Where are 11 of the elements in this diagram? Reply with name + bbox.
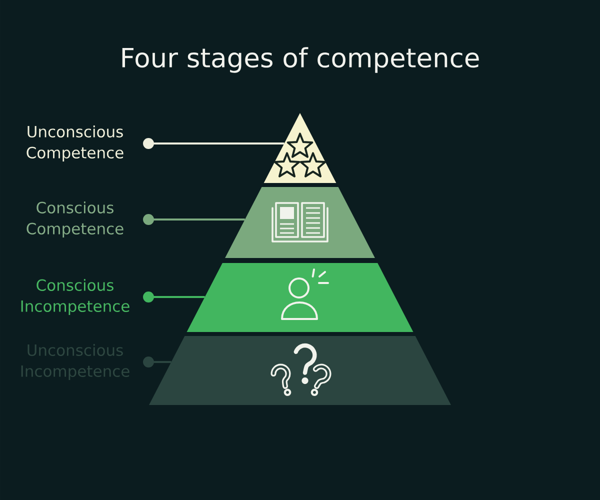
leader-line [143,138,284,149]
leader-line [143,292,205,302]
leader-line [143,356,172,368]
title: Four stages of competence [122,47,479,73]
stage-label: Unconscious Competence [26,126,124,162]
pyramid-layer [149,336,451,405]
pyramid-layer [225,187,375,258]
pyramid-layer [186,263,414,332]
leader-line [143,214,245,225]
stage-label: Conscious Competence [26,202,124,238]
stage-label: Conscious Incompetence [21,279,130,315]
